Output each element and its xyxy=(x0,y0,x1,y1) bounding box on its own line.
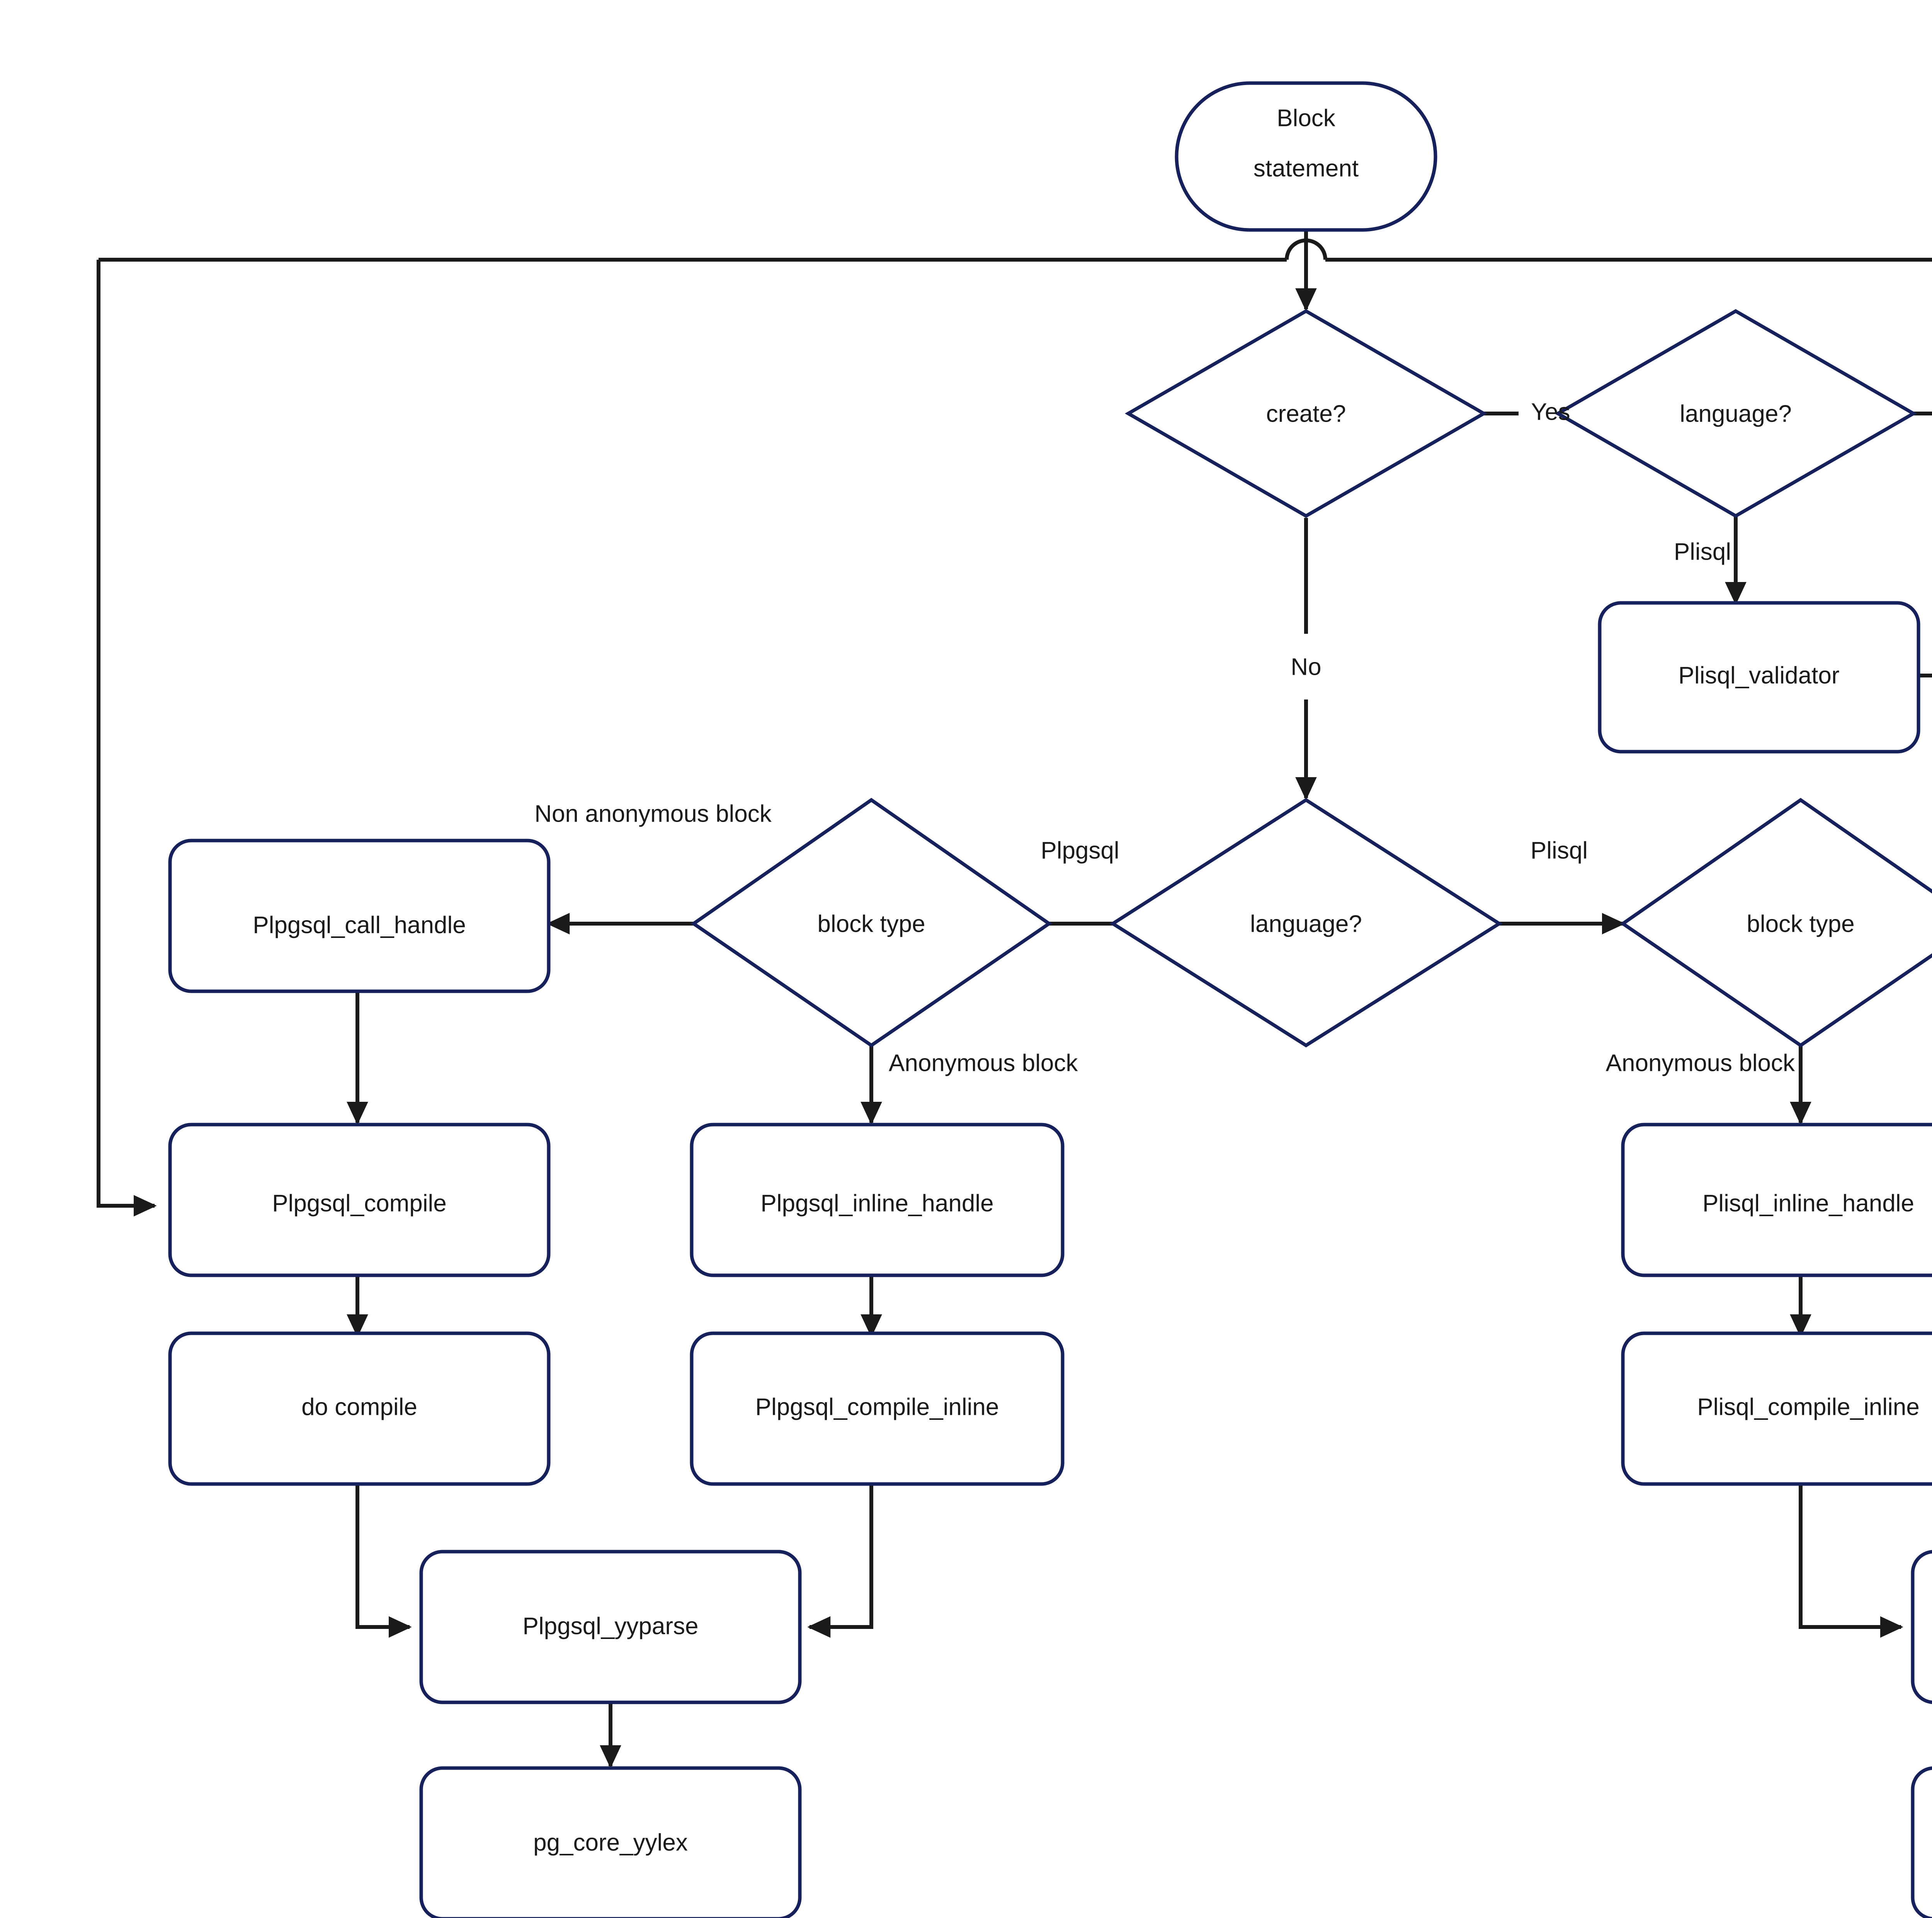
edge-label-non-anonymous-left: Non anonymous block xyxy=(534,800,772,827)
node-plpgsql-compile-inline[interactable]: Plpgsql_compile_inline xyxy=(690,1331,1065,1486)
node-block-type-left[interactable]: block type xyxy=(690,798,1052,1048)
node-language-decision-top[interactable]: language? xyxy=(1554,309,1917,518)
node-create-decision-label: create? xyxy=(1266,400,1346,427)
node-block-type-right[interactable]: block type xyxy=(1620,798,1932,1048)
edge-do-compile-left-to-plpgsql-yyparse xyxy=(355,1484,412,1638)
node-plisql-compile-inline[interactable]: Plisql_compile_inline xyxy=(1621,1331,1932,1486)
edge-label-anonymous-left: Anonymous block xyxy=(889,1050,1078,1076)
node-language-decision-mid-label: language? xyxy=(1250,910,1362,937)
node-plpgsql-compile-label: Plpgsql_compile xyxy=(272,1190,446,1217)
node-create-decision[interactable]: create? xyxy=(1124,309,1488,518)
node-plpgsql-compile[interactable]: Plpgsql_compile xyxy=(168,1123,551,1277)
node-ora-core-yylex[interactable]: ora_core_yylex xyxy=(1911,1766,1932,1918)
node-plpgsql-yyparse[interactable]: Plpgsql_yyparse xyxy=(419,1550,802,1704)
edge-label-plpgsql-mid: Plpgsql xyxy=(1041,837,1119,864)
node-plisql-inline-handle-label: Plisql_inline_handle xyxy=(1702,1190,1914,1217)
node-plpgsql-yyparse-label: Plpgsql_yyparse xyxy=(523,1613,699,1639)
node-pg-core-yylex[interactable]: pg_core_yylex xyxy=(419,1766,802,1918)
edge-plpgsql-compile-inline-to-yyparse xyxy=(807,1484,873,1638)
node-language-decision-mid[interactable]: language? xyxy=(1109,798,1503,1048)
node-plisql-yyparse[interactable]: Plisql_yyparse xyxy=(1911,1550,1932,1704)
node-block-type-left-label: block type xyxy=(817,910,925,937)
edge-label-plisql-mid: Plisql xyxy=(1531,837,1588,864)
node-plpgsql-inline-handle-label: Plpgsql_inline_handle xyxy=(760,1190,993,1217)
node-block-statement[interactable]: Block statement xyxy=(1175,81,1437,232)
node-plpgsql-compile-inline-label: Plpgsql_compile_inline xyxy=(755,1394,999,1420)
node-block-statement-label-line2: statement xyxy=(1253,155,1359,182)
node-plpgsql-call-handle-label: Plpgsql_call_handle xyxy=(253,912,466,938)
edge-label-plisql-top: Plisql xyxy=(1674,538,1731,565)
node-language-decision-top-label: language? xyxy=(1680,400,1792,427)
node-plpgsql-call-handle[interactable]: Plpgsql_call_handle xyxy=(168,839,551,993)
node-do-compile-left-label: do compile xyxy=(301,1394,417,1420)
node-plisql-validator[interactable]: Plisql_validator xyxy=(1598,601,1920,754)
node-plisql-compile-inline-label: Plisql_compile_inline xyxy=(1697,1394,1920,1420)
node-plpgsql-inline-handle[interactable]: Plpgsql_inline_handle xyxy=(690,1123,1065,1277)
edge-label-yes: Yes xyxy=(1531,398,1570,425)
node-plisql-validator-label: Plisql_validator xyxy=(1679,662,1840,689)
node-pg-core-yylex-label: pg_core_yylex xyxy=(533,1829,688,1856)
edge-top-bus-right xyxy=(1325,258,1932,262)
node-block-statement-label-line1: Block xyxy=(1277,105,1336,131)
edge-loop-left-to-plpgsql-compile xyxy=(97,260,157,1217)
node-do-compile-left[interactable]: do compile xyxy=(168,1331,551,1486)
node-plisql-inline-handle[interactable]: Plisql_inline_handle xyxy=(1621,1123,1932,1277)
edge-label-no: No xyxy=(1291,654,1321,680)
edge-plisql-compile-inline-to-yyparse xyxy=(1799,1484,1903,1638)
edge-label-anonymous-right: Anonymous block xyxy=(1606,1050,1795,1076)
node-block-type-right-label: block type xyxy=(1747,910,1854,937)
